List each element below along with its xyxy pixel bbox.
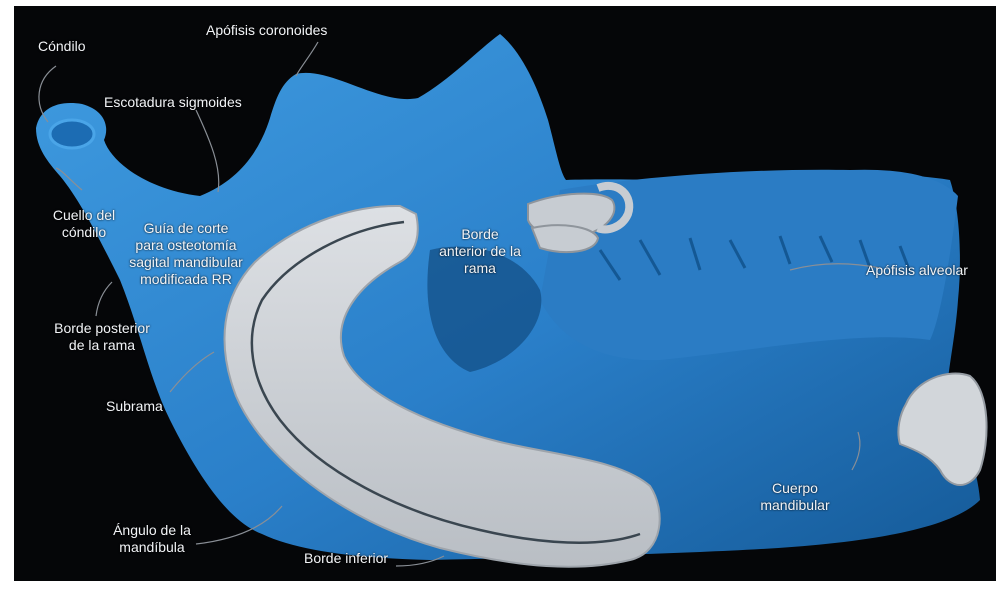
label-angulo-mandibula: Ángulo de la mandíbula <box>100 522 204 556</box>
leader-escotadura <box>196 110 219 192</box>
label-borde-inferior: Borde inferior <box>304 550 388 567</box>
leader-coronoides <box>296 42 318 76</box>
guide-clip-lower <box>532 225 598 252</box>
leader-borde-posterior <box>96 282 112 316</box>
label-escotadura-sigmoides: Escotadura sigmoides <box>104 94 242 111</box>
label-subrama: Subrama <box>106 398 163 415</box>
label-borde-anterior: Borde anterior de la rama <box>424 226 536 277</box>
label-cuerpo-mandibular: Cuerpo mandibular <box>746 480 844 514</box>
label-cuello-del-condilo: Cuello del cóndilo <box>40 207 128 241</box>
condyle-head <box>50 120 94 148</box>
label-borde-posterior: Borde posterior de la rama <box>40 320 164 354</box>
label-condilo: Cóndilo <box>38 38 85 55</box>
label-apofisis-alveolar: Apófisis alveolar <box>866 262 968 279</box>
label-apofisis-coronoides: Apófisis coronoides <box>206 22 327 39</box>
label-guia-de-corte: Guía de corte para osteotomía sagital ma… <box>116 220 256 288</box>
